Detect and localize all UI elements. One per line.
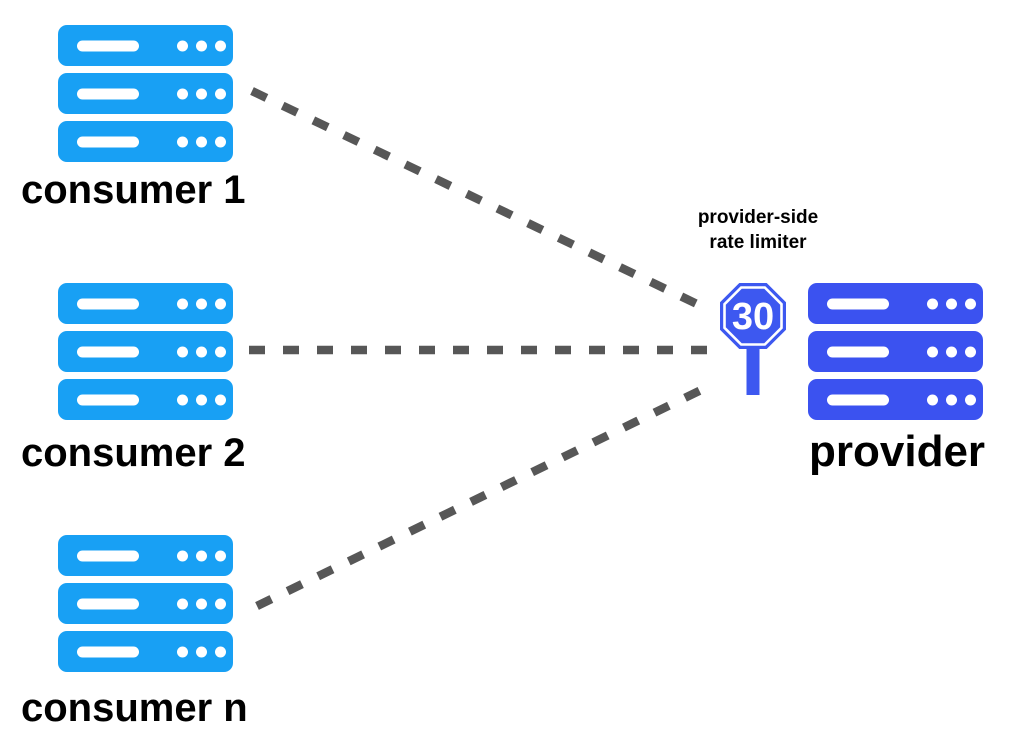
consumer2-server-stack-icon [58, 283, 233, 420]
server-slab [808, 331, 983, 372]
provider-label: provider [809, 427, 986, 476]
server-slab [808, 283, 983, 324]
server-slab [58, 331, 233, 372]
rate-limiter-caption: provider-side rate limiter [672, 205, 844, 255]
sign-inner-ring [723, 286, 783, 346]
sign-octagon [720, 283, 786, 349]
rate-limiter-caption-line1: provider-side [697, 207, 819, 228]
consumer1-label: consumer 1 [21, 168, 246, 212]
consumer2-label: consumer 2 [21, 431, 246, 475]
provider-server-stack-icon [808, 283, 983, 420]
server-slab [808, 379, 983, 420]
dashed-line-consumern-to-limiter [255, 386, 703, 610]
rate-limit-value: 30 [732, 296, 774, 338]
server-slab [58, 121, 233, 162]
server-slab [58, 535, 233, 576]
server-slab [58, 379, 233, 420]
sign-post [746, 346, 760, 395]
server-slab [58, 583, 233, 624]
consumern-label: consumer n [21, 686, 248, 730]
consumern-server-stack-icon [58, 535, 233, 672]
rate-limiter-caption-line2: rate limiter [709, 232, 807, 253]
server-slab [58, 73, 233, 114]
stop-sign-icon: 30 [720, 283, 786, 395]
server-slab [58, 283, 233, 324]
server-slab [58, 25, 233, 66]
consumer1-server-stack-icon [58, 25, 233, 162]
server-slab [58, 631, 233, 672]
dashed-line-consumer1-to-limiter [250, 87, 699, 308]
